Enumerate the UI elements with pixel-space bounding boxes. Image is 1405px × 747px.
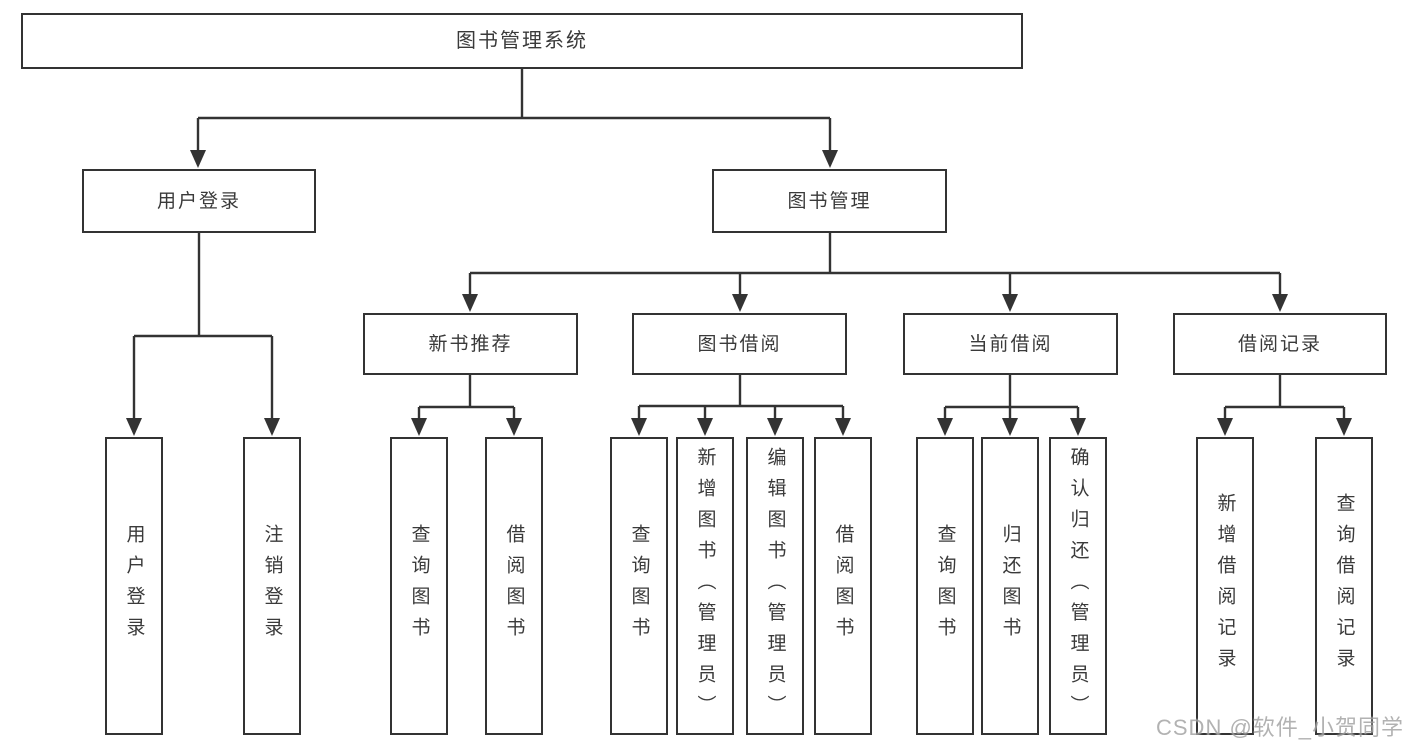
leaf-recommend-query-books: 查询图书 bbox=[390, 437, 448, 735]
leaf-borrow-query-books: 查询图书 bbox=[610, 437, 668, 735]
node-book-borrow: 图书借阅 bbox=[632, 313, 847, 375]
leaf-borrow-add-books-admin: 新增图书（管理员） bbox=[676, 437, 734, 735]
leaf-borrow-edit-books-admin: 编辑图书（管理员） bbox=[746, 437, 804, 735]
leaf-logout: 注销登录 bbox=[243, 437, 301, 735]
node-current-borrow: 当前借阅 bbox=[903, 313, 1118, 375]
leaf-borrow-borrow-books: 借阅图书 bbox=[814, 437, 872, 735]
node-new-book-recommend: 新书推荐 bbox=[363, 313, 578, 375]
leaf-current-return-books: 归还图书 bbox=[981, 437, 1039, 735]
node-borrow-records: 借阅记录 bbox=[1173, 313, 1387, 375]
leaf-records-add-record: 新增借阅记录 bbox=[1196, 437, 1254, 735]
leaf-recommend-borrow-books: 借阅图书 bbox=[485, 437, 543, 735]
leaf-current-query-books: 查询图书 bbox=[916, 437, 974, 735]
csdn-watermark: CSDN @软件_小贺同学 bbox=[1156, 715, 1405, 740]
leaf-current-confirm-return-admin: 确认归还（管理员） bbox=[1049, 437, 1107, 735]
connector-strokes bbox=[132, 69, 1346, 420]
node-user-login: 用户登录 bbox=[82, 169, 316, 233]
leaf-records-query-record: 查询借阅记录 bbox=[1315, 437, 1373, 735]
leaf-user-login: 用户登录 bbox=[105, 437, 163, 735]
arrowheads bbox=[126, 150, 1352, 436]
node-book-management: 图书管理 bbox=[712, 169, 947, 233]
node-library-management-system: 图书管理系统 bbox=[21, 13, 1023, 69]
